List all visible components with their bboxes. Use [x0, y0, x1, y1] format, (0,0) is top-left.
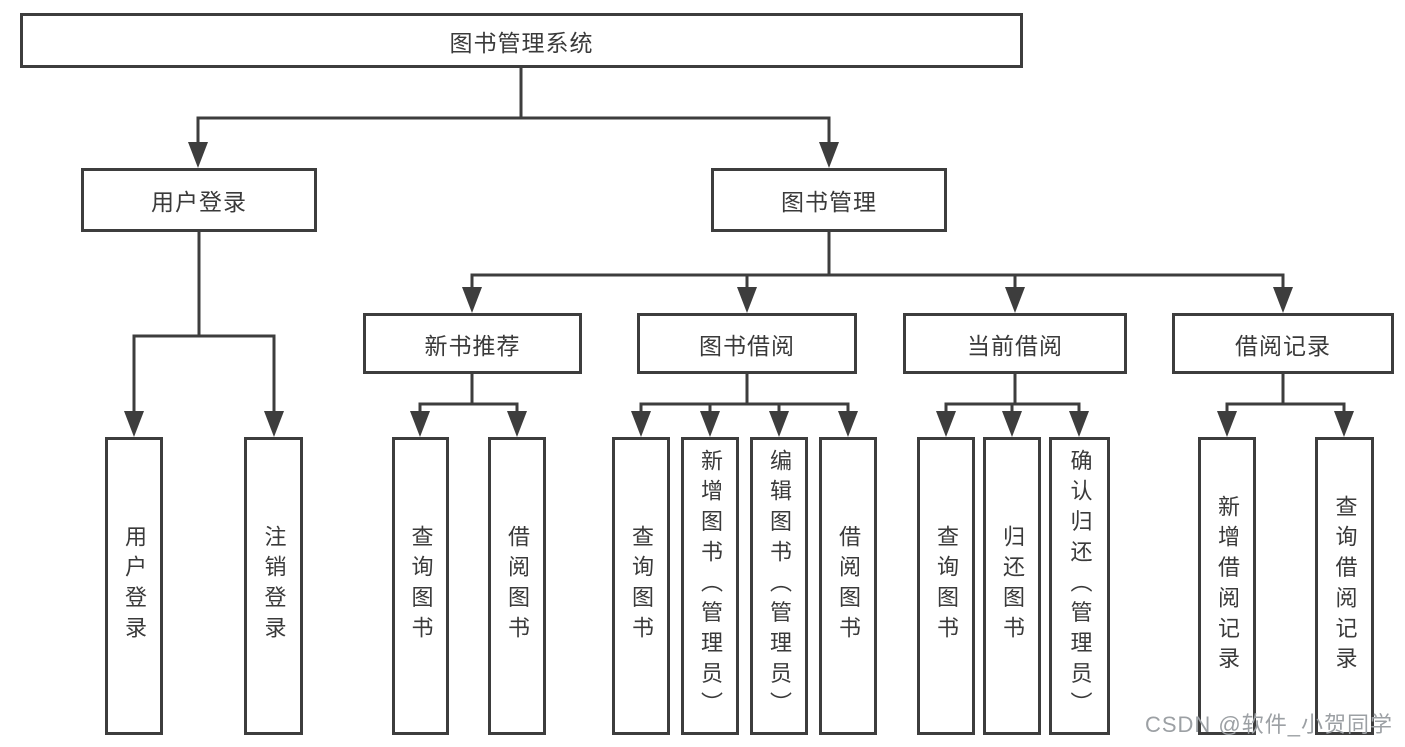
node-leaf-add-book-admin: 新增图书（管理员） — [681, 437, 739, 735]
node-leaf-logout: 注销登录 — [244, 437, 303, 735]
node-leaf-query-book-1: 查询图书 — [392, 437, 449, 735]
node-leaf-query-book-2: 查询图书 — [612, 437, 670, 735]
node-current-borrow: 当前借阅 — [903, 313, 1127, 374]
node-leaf-user-login: 用户登录 — [105, 437, 163, 735]
node-leaf-borrow-book-1: 借阅图书 — [488, 437, 546, 735]
arrowheads — [124, 142, 1354, 437]
node-leaf-borrow-book-2: 借阅图书 — [819, 437, 877, 735]
node-leaf-query-book-3: 查询图书 — [917, 437, 975, 735]
node-root: 图书管理系统 — [20, 13, 1023, 68]
node-leaf-edit-book-admin: 编辑图书（管理员） — [750, 437, 808, 735]
node-book-borrow: 图书借阅 — [637, 313, 857, 374]
node-leaf-confirm-return-admin: 确认归还（管理员） — [1049, 437, 1110, 735]
node-leaf-query-borrow-record: 查询借阅记录 — [1315, 437, 1374, 735]
node-leaf-add-borrow-record: 新增借阅记录 — [1198, 437, 1256, 735]
node-new-book-recommend: 新书推荐 — [363, 313, 582, 374]
node-leaf-return-book: 归还图书 — [983, 437, 1041, 735]
node-book-management: 图书管理 — [711, 168, 947, 232]
node-user-login: 用户登录 — [81, 168, 317, 232]
csdn-watermark: CSDN @软件_小贺同学 — [1144, 712, 1393, 737]
node-borrow-records: 借阅记录 — [1172, 313, 1394, 374]
